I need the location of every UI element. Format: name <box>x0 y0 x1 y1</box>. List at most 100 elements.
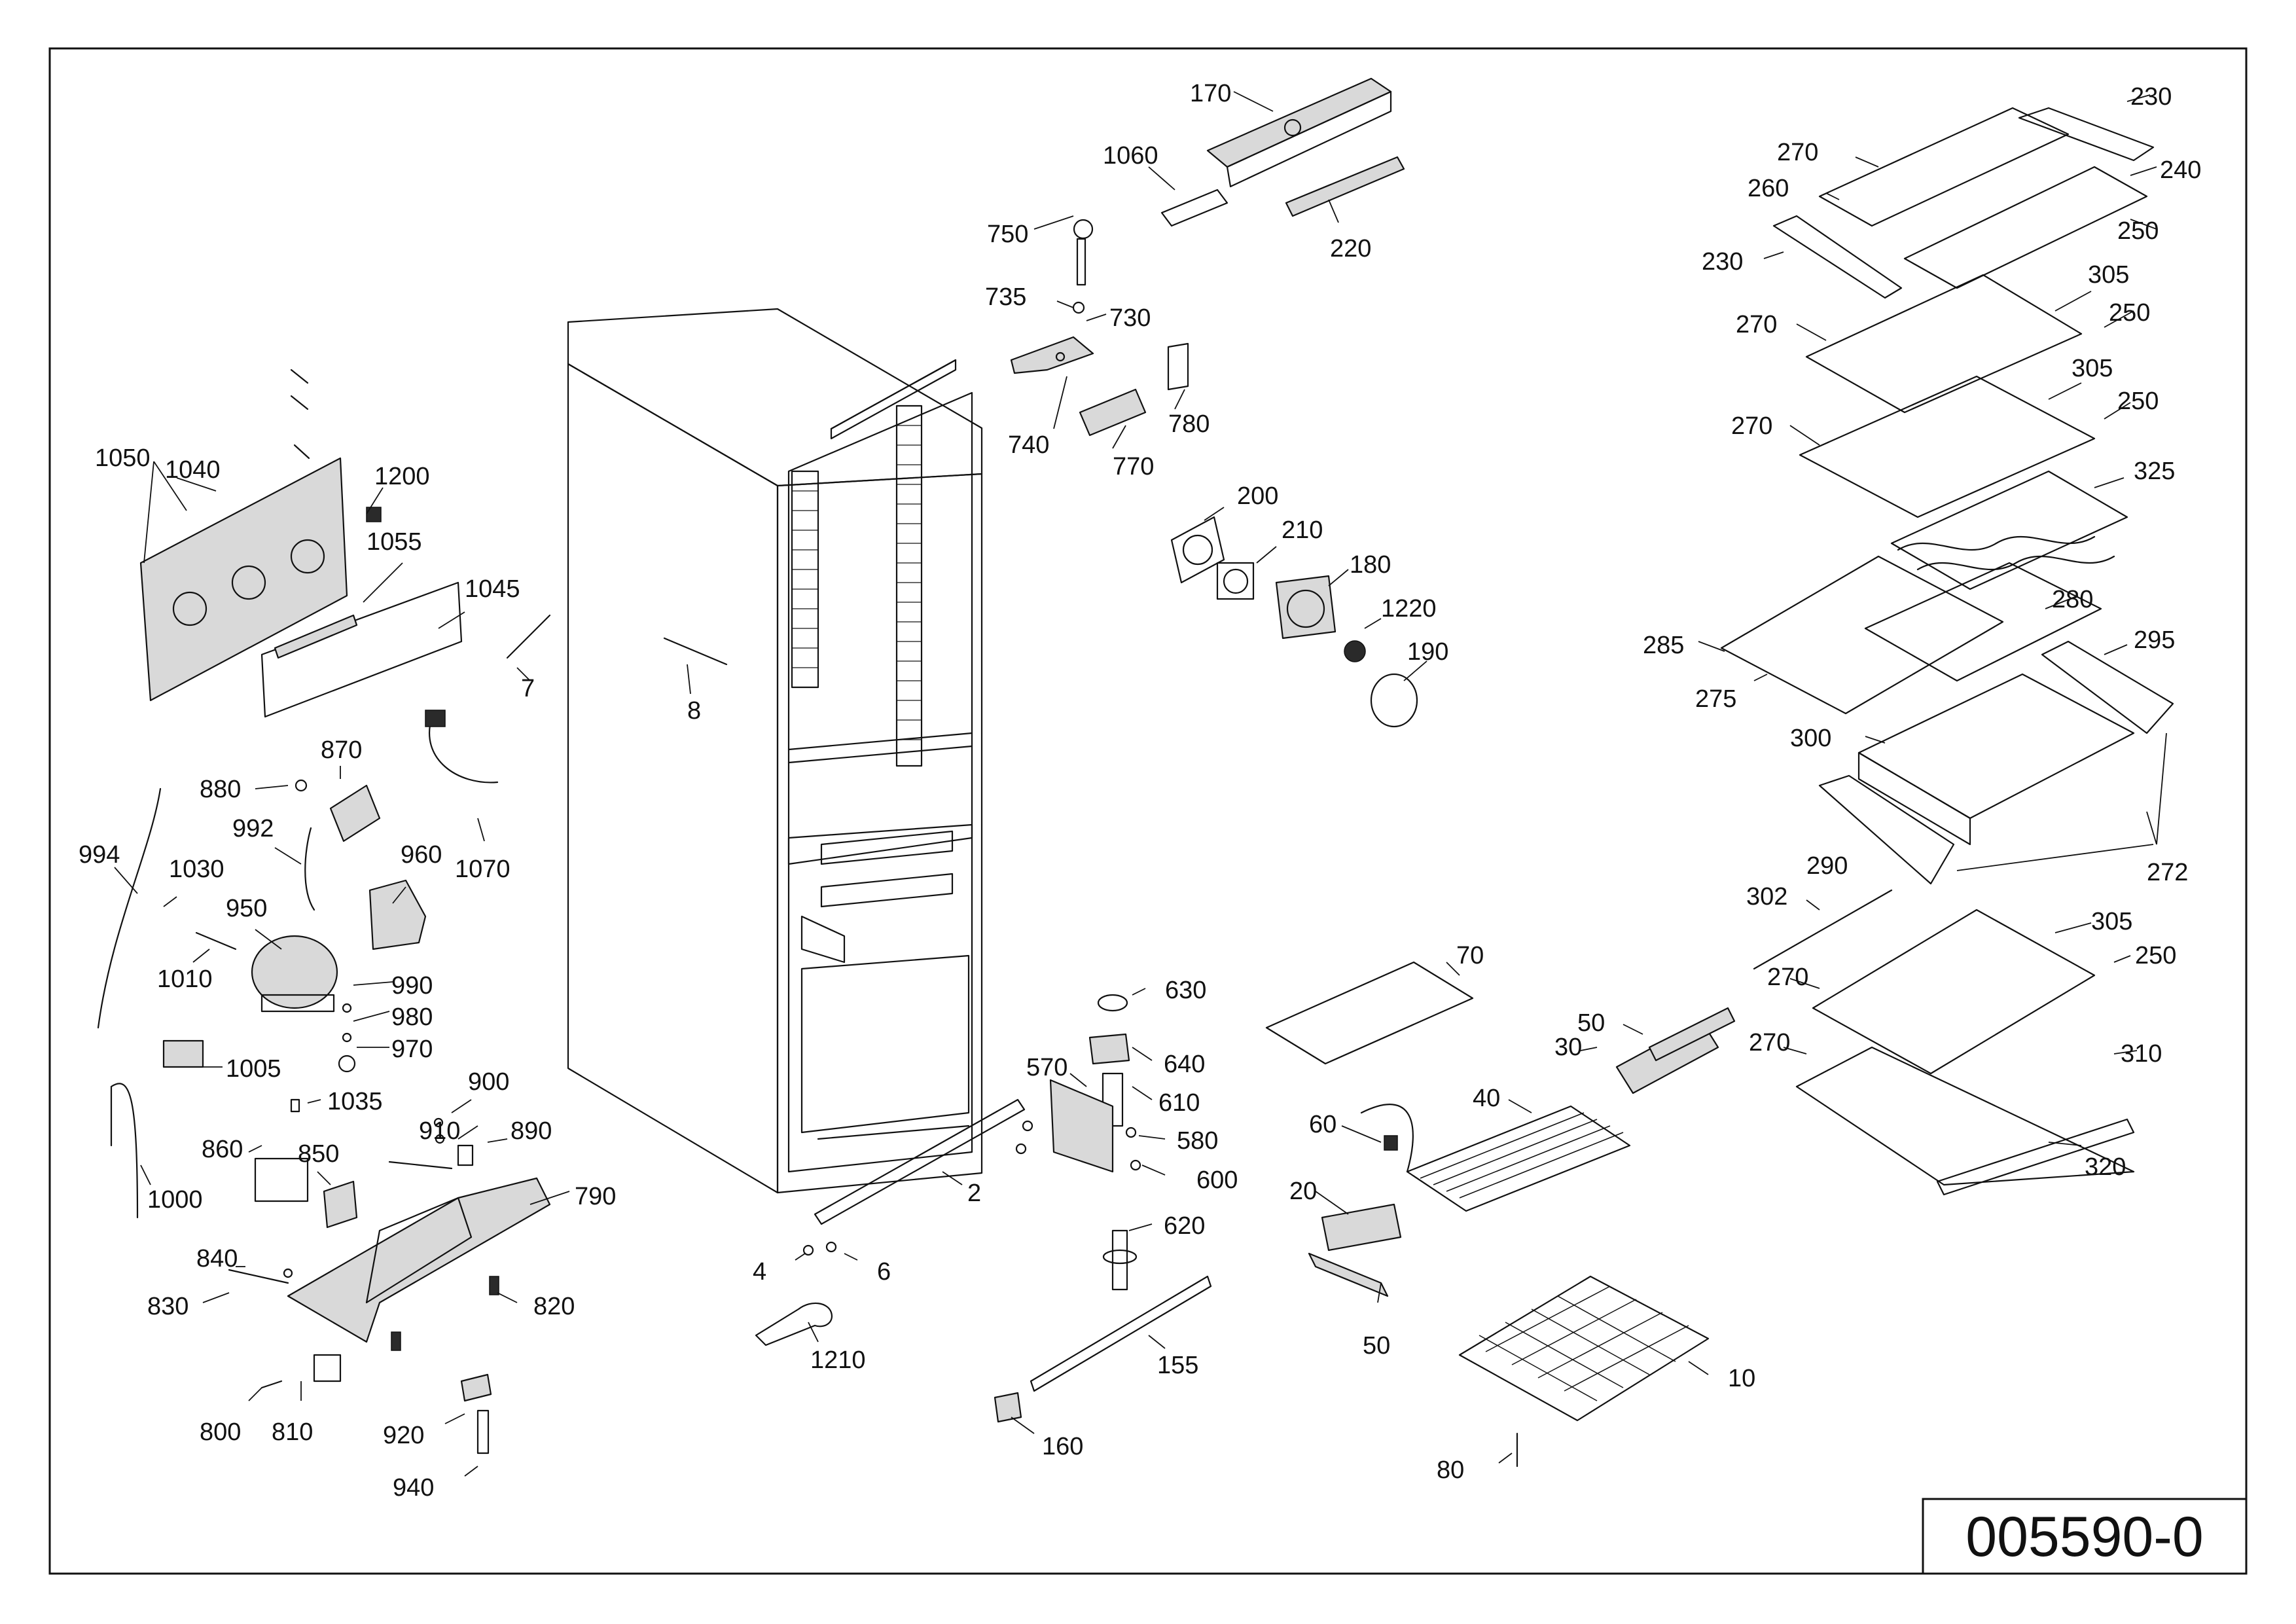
thermostat-1000 <box>110 1083 139 1219</box>
part-label: 1005 <box>226 1055 281 1083</box>
part-label: 320 <box>2085 1153 2126 1181</box>
part-label: 6 <box>877 1258 891 1286</box>
part-label: 250 <box>2117 217 2159 245</box>
part-label: 780 <box>1168 410 1210 438</box>
wire-994 <box>97 787 315 1029</box>
screws-4-6 <box>802 1241 837 1256</box>
part-label: 302 <box>1746 883 1787 911</box>
part-label: 2 <box>967 1180 981 1207</box>
part-label: 170 <box>1190 80 1231 107</box>
part-label: 280 <box>2052 586 2093 613</box>
part-label: 305 <box>2072 355 2113 382</box>
hinge-bottom <box>1015 994 1141 1291</box>
part-label: 900 <box>468 1068 509 1096</box>
part-label: 230 <box>2130 83 2172 111</box>
part-label: 305 <box>2088 261 2129 289</box>
part-label: 40 <box>1473 1085 1500 1112</box>
part-label: 275 <box>1695 685 1736 713</box>
part-label: 1030 <box>169 856 224 883</box>
part-label: 290 <box>1806 852 1848 880</box>
part-label: 820 <box>533 1293 575 1320</box>
drawing-number-box <box>1922 1498 2248 1575</box>
drawing-frame <box>48 47 2248 1575</box>
part-label: 1050 <box>95 444 151 472</box>
part-label: 1035 <box>327 1088 383 1115</box>
fan-assembly <box>1170 516 1418 728</box>
part-label: 1200 <box>374 463 430 490</box>
hinge-top <box>1010 219 1189 437</box>
relay-960 <box>368 879 427 950</box>
part-label: 210 <box>1282 516 1323 544</box>
part-label: 250 <box>2117 388 2159 415</box>
leader-lines <box>114 91 2167 1477</box>
strips-30-50 <box>1308 1007 1736 1297</box>
part-label: 250 <box>2109 299 2150 327</box>
part-label: 230 <box>1702 248 1743 276</box>
part-label: 600 <box>1196 1166 1238 1194</box>
base-bracket-790 <box>228 1157 551 1454</box>
part-label: 950 <box>226 895 267 922</box>
part-label: 270 <box>1731 412 1772 440</box>
kickplate-155 <box>994 1275 1212 1423</box>
drain-tray-10 <box>1458 1275 1710 1468</box>
part-label: 850 <box>298 1140 339 1168</box>
part-label: 80 <box>1437 1456 1464 1484</box>
switch-870 <box>329 784 381 842</box>
part-label: 1000 <box>147 1186 203 1214</box>
part-label: 992 <box>232 815 274 842</box>
part-label: 990 <box>391 972 433 1000</box>
cabinet <box>567 308 983 1194</box>
part-label: 300 <box>1790 725 1831 752</box>
part-label: 1045 <box>465 575 520 603</box>
part-label: 830 <box>147 1293 188 1320</box>
part-label: 190 <box>1407 638 1448 666</box>
part-label: 200 <box>1237 482 1278 510</box>
part-label: 50 <box>1577 1009 1605 1037</box>
part-label: 7 <box>521 675 535 702</box>
sensor-bar-8 <box>663 637 728 666</box>
part-label: 770 <box>1113 453 1154 480</box>
part-label: 640 <box>1164 1051 1205 1078</box>
part-labels: 170 1060 220 750 735 730 740 770 780 200… <box>79 80 2201 1502</box>
part-label: 1070 <box>455 856 511 883</box>
part-label: 180 <box>1350 551 1391 579</box>
part-label: 970 <box>391 1036 433 1063</box>
drawing-number: 005590-0 <box>1965 1506 2203 1568</box>
part-label: 1055 <box>367 528 422 556</box>
wrench-1210 <box>755 1302 833 1346</box>
part-label: 994 <box>79 841 120 869</box>
part-label: 1220 <box>1381 595 1437 623</box>
door-rail-2 <box>814 1098 1026 1225</box>
control-housing <box>1206 77 1392 188</box>
small-screws-left <box>260 779 499 1389</box>
part-label: 840 <box>196 1245 238 1272</box>
part-label: 735 <box>985 283 1026 311</box>
part-label: 740 <box>1008 431 1049 459</box>
part-label: 250 <box>2135 942 2176 969</box>
part-label: 270 <box>1749 1029 1790 1056</box>
cable-1070 <box>425 710 499 784</box>
part-label: 270 <box>1777 139 1818 166</box>
part-label: 620 <box>1164 1212 1205 1240</box>
part-label: 800 <box>200 1418 241 1446</box>
light-cover-220 <box>1285 156 1405 217</box>
part-label: 570 <box>1026 1054 1067 1081</box>
part-label: 8 <box>687 697 701 725</box>
part-label: 630 <box>1165 977 1206 1004</box>
part-label: 10 <box>1728 1365 1755 1392</box>
compressor-950 <box>195 931 338 1013</box>
part-label: 1010 <box>157 965 213 993</box>
part-label: 730 <box>1109 304 1151 332</box>
part-label: 940 <box>393 1474 434 1502</box>
part-label: 4 <box>753 1258 766 1286</box>
part-label: 295 <box>2134 626 2175 654</box>
part-label: 285 <box>1643 632 1684 659</box>
part-label: 580 <box>1177 1127 1218 1155</box>
control-panel-1060 <box>1160 189 1229 227</box>
part-label: 270 <box>1736 311 1777 338</box>
part-label: 50 <box>1363 1332 1390 1360</box>
shelf-stack <box>1720 107 2174 1196</box>
part-label: 910 <box>419 1117 460 1145</box>
